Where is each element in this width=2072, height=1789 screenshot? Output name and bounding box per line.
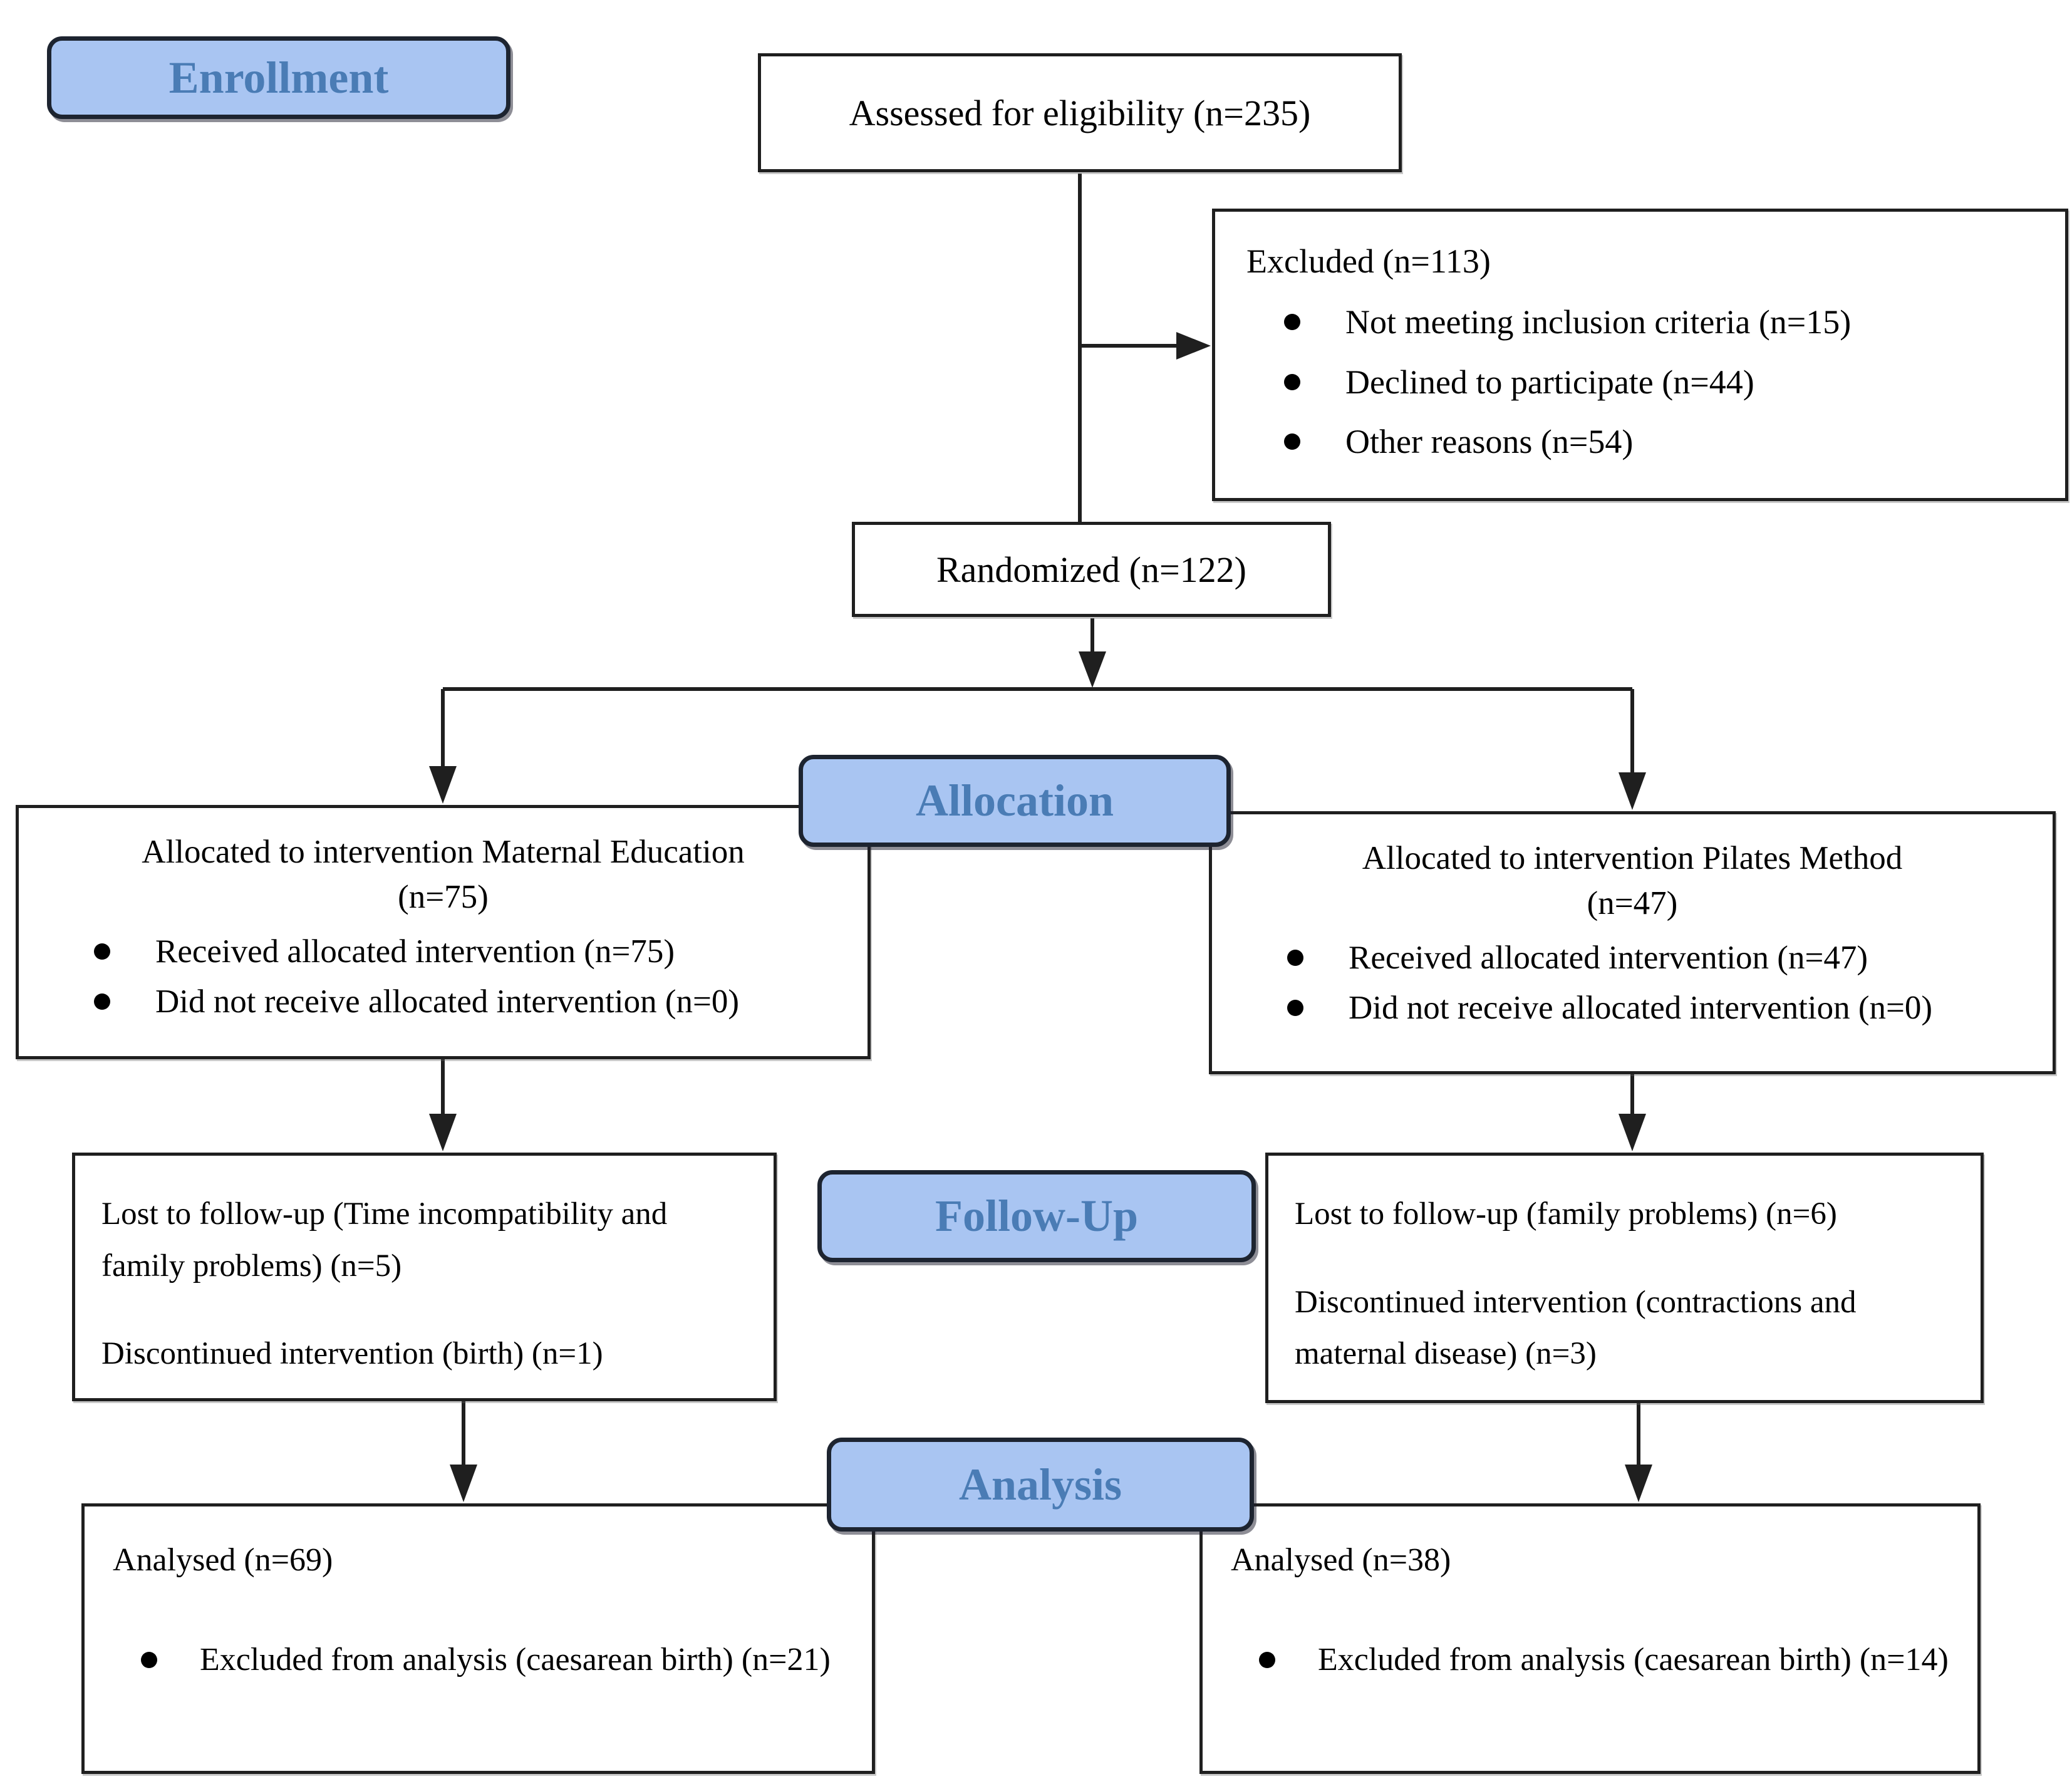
bullet-text: Received allocated intervention (n=75) [155,933,675,970]
bullet-icon [1284,433,1300,450]
arrowhead-alloc-left [429,766,457,804]
followup-left-lost: Lost to follow-up (Time incompatibility … [101,1196,668,1283]
arrowhead-analysis-left [450,1465,477,1502]
bullet-text: Excluded from analysis (caesarean birth)… [1318,1642,1949,1678]
followup-left-discontinued: Discontinued intervention (birth) (n=1) [101,1336,603,1372]
arrowhead-branch [1079,651,1106,688]
box-assessed-eligibility: Assessed for eligibility (n=235) [758,53,1402,172]
arrowhead-followup-left [429,1114,457,1151]
bullet-item: Received allocated intervention (n=47) [1231,940,2034,976]
stage-label-followup: Follow-Up [817,1170,1256,1262]
arrowhead-analysis-right [1625,1465,1652,1502]
bullet-text: Other reasons (n=54) [1345,423,1634,461]
bullet-item: Not meeting inclusion criteria (n=15) [1246,303,2043,341]
allocation-left-title-line1: Allocated to intervention Maternal Educa… [142,834,745,870]
bullet-icon [1259,1652,1275,1669]
bullet-text: Did not receive allocated intervention (… [1349,990,1933,1027]
allocation-right-title: Allocated to intervention Pilates Method… [1231,836,2034,926]
box-allocation-pilates-method: Allocated to intervention Pilates Method… [1209,811,2056,1074]
arrowhead-excluded [1176,332,1211,360]
excluded-title: Excluded (n=113) [1246,242,1491,280]
analysis-right-title: Analysed (n=38) [1231,1542,1451,1578]
bullet-item: Received allocated intervention (n=75) [38,933,849,970]
assessed-text: Assessed for eligibility (n=235) [849,92,1311,133]
box-followup-left: Lost to follow-up (Time incompatibility … [72,1153,777,1401]
bullet-item: Other reasons (n=54) [1246,423,2043,460]
stage-label-allocation: Allocation [799,755,1231,847]
bullet-icon [1287,1000,1303,1017]
arrowhead-alloc-right [1619,772,1646,810]
box-randomized: Randomized (n=122) [852,522,1331,617]
bullet-icon [1284,373,1300,390]
analysis-left-title: Analysed (n=69) [113,1542,333,1578]
allocation-left-bullets: Received allocated intervention (n=75) D… [38,933,849,1020]
bullet-icon [1284,314,1300,331]
bullet-text: Declined to participate (n=44) [1345,363,1754,401]
bullet-text: Excluded from analysis (caesarean birth)… [200,1642,831,1678]
followup-right-lost: Lost to follow-up (family problems) (n=6… [1295,1196,1837,1232]
allocation-left-title-line2: (n=75) [398,878,489,915]
arrowhead-followup-right [1619,1114,1646,1151]
bullet-icon [141,1652,157,1669]
bullet-item: Did not receive allocated intervention (… [38,983,849,1020]
stage-label-enrollment-text: Enrollment [168,52,389,103]
followup-right-discontinued: Discontinued intervention (contractions … [1295,1284,1857,1372]
bullet-icon [94,993,110,1010]
stage-label-allocation-text: Allocation [916,775,1114,826]
allocation-right-title-line2: (n=47) [1587,884,1678,921]
randomized-text: Randomized (n=122) [936,549,1246,590]
box-analysis-left: Analysed (n=69) Excluded from analysis (… [81,1503,875,1774]
box-excluded: Excluded (n=113) Not meeting inclusion c… [1212,209,2068,501]
stage-label-enrollment: Enrollment [47,36,510,119]
box-allocation-maternal-education: Allocated to intervention Maternal Educa… [16,805,871,1059]
bullet-text: Received allocated intervention (n=47) [1349,940,1868,977]
bullet-icon [94,943,110,960]
box-analysis-right: Analysed (n=38) Excluded from analysis (… [1199,1503,1981,1774]
box-followup-right: Lost to follow-up (family problems) (n=6… [1265,1153,1984,1403]
bullet-icon [1287,950,1303,967]
bullet-text: Did not receive allocated intervention (… [155,983,740,1020]
stage-label-followup-text: Follow-Up [935,1191,1138,1241]
stage-label-analysis-text: Analysis [958,1459,1122,1510]
allocation-right-bullets: Received allocated intervention (n=47) D… [1231,940,2034,1027]
bullet-text: Not meeting inclusion criteria (n=15) [1345,303,1852,341]
bullet-item: Excluded from analysis (caesarean birth)… [113,1635,853,1686]
stage-label-analysis: Analysis [827,1438,1254,1532]
bullet-item: Declined to participate (n=44) [1246,363,2043,401]
bullet-item: Did not receive allocated intervention (… [1231,990,2034,1026]
allocation-right-title-line1: Allocated to intervention Pilates Method [1362,840,1903,876]
bullet-item: Excluded from analysis (caesarean birth)… [1231,1635,1959,1686]
allocation-left-title: Allocated to intervention Maternal Educa… [38,830,849,920]
